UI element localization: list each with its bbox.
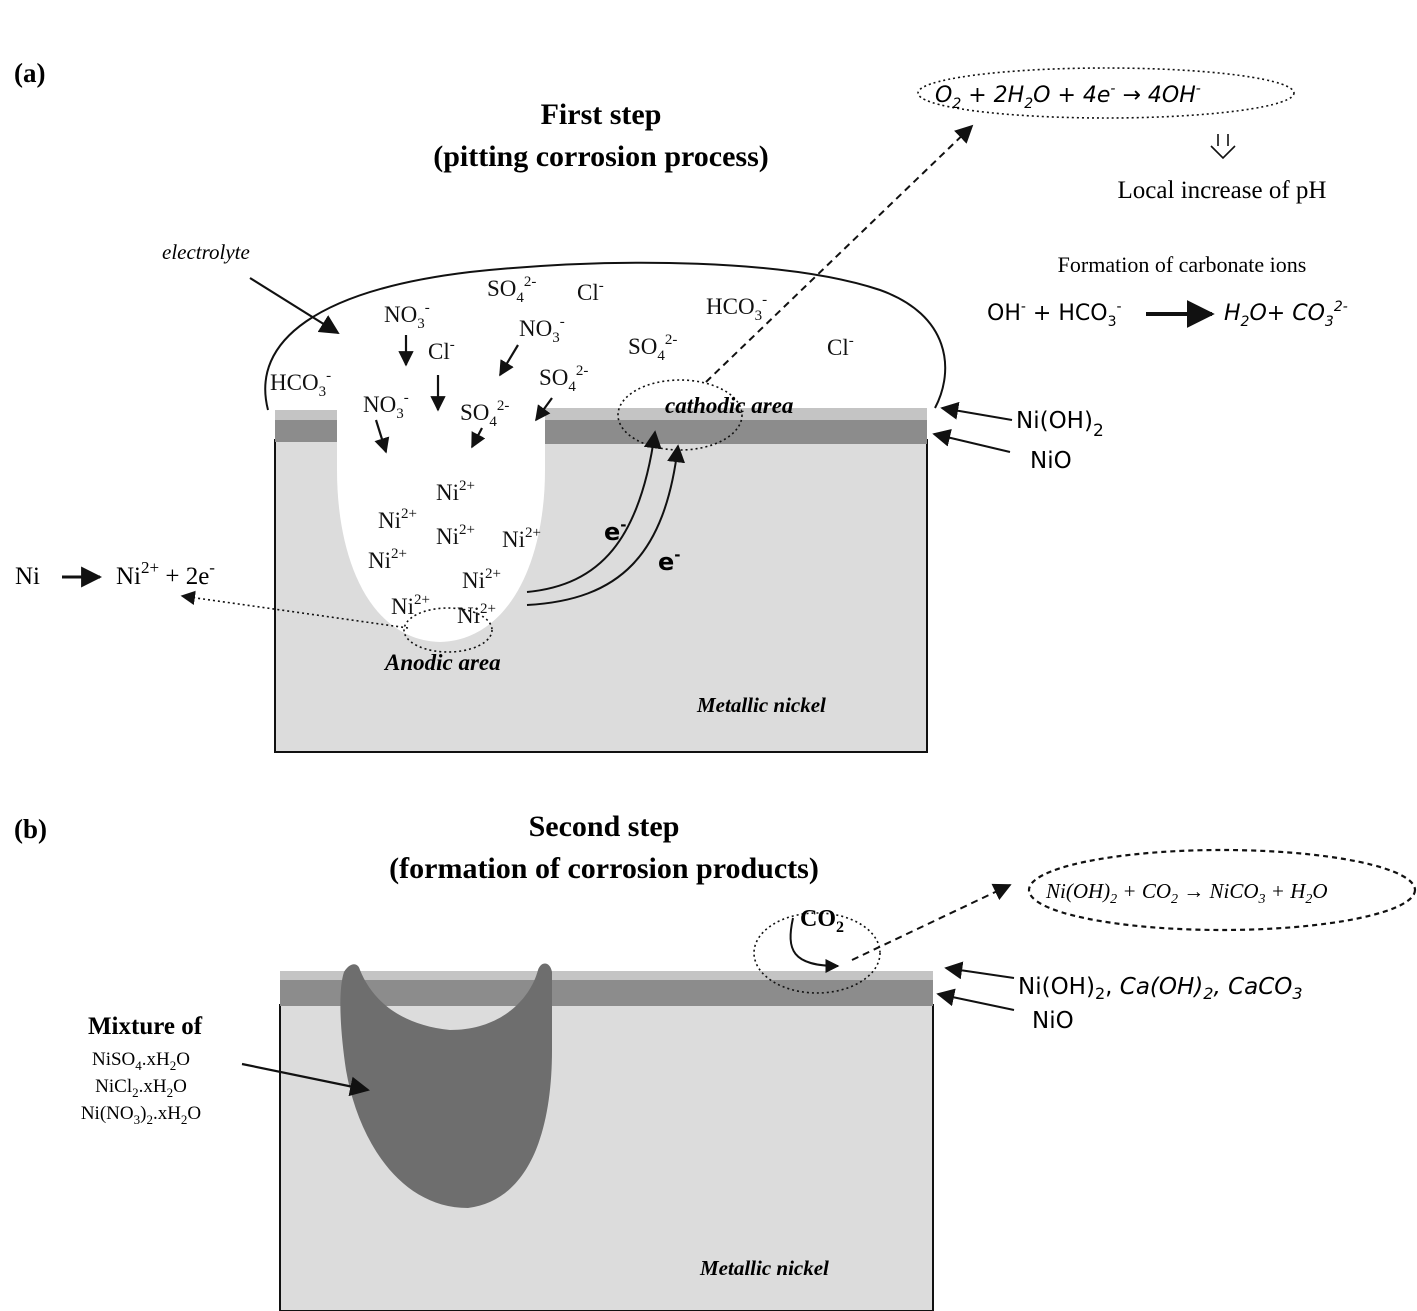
ion-label: Ni2+ <box>457 601 496 628</box>
oxide-label-a: NiO <box>1030 448 1072 474</box>
electrolyte-label: electrolyte <box>162 240 250 264</box>
panel-a-label: (a) <box>14 58 45 88</box>
ion-label: Ni2+ <box>391 592 430 619</box>
panel-b: (b) Second step (formation of corrosion … <box>14 810 1417 1311</box>
panel-a-subtitle: (pitting corrosion process) <box>433 140 769 173</box>
anodic-dotted-arrow <box>180 590 409 629</box>
ion-label: HCO3- <box>270 368 331 400</box>
product-reaction: Ni(OH)2 + CO2 → NiCO3 + H2O <box>1045 879 1328 907</box>
ion-label: Cl- <box>577 278 604 305</box>
electron-path-2 <box>526 444 686 606</box>
down-arrow-icon <box>1210 134 1236 160</box>
ion-arrow <box>535 397 553 422</box>
cathodic-reaction: O2 + 2H2O + 4e- → 4OH- <box>935 81 1201 112</box>
oxide-label-b: NiO <box>1032 1008 1074 1034</box>
ion-label: Ni2+ <box>378 506 417 533</box>
hydroxide-pointer-b <box>944 961 1015 980</box>
mixture-arrow <box>241 1062 370 1097</box>
mixture-item-1: NiSO4.xH2O <box>92 1049 190 1073</box>
ion-label: Ni2+ <box>436 522 475 549</box>
mixture-item-2: NiCl2.xH2O <box>95 1076 187 1100</box>
ion-label: SO42- <box>628 332 677 364</box>
anodic-area-label: Anodic area <box>383 650 501 675</box>
ion-label: Cl- <box>428 337 455 364</box>
corrosion-product <box>340 963 552 1208</box>
mixture-item-3: Ni(NO3)2.xH2O <box>81 1103 201 1127</box>
ion-label: Ni2+ <box>502 525 541 552</box>
panel-b-title: Second step <box>529 810 680 843</box>
electron-label-2: e- <box>658 546 681 576</box>
carbonate-title: Formation of carbonate ions <box>1058 252 1307 277</box>
hydroxide-pointer-a <box>940 401 1013 421</box>
hydroxide-label-a: Ni(OH)2 <box>1016 408 1104 441</box>
product-reaction-ellipse <box>1027 848 1417 932</box>
co2-area-ellipse <box>753 912 881 994</box>
electron-label-1: e- <box>604 516 627 546</box>
oxide-layer-left <box>275 420 337 442</box>
ion-arrow <box>499 344 519 377</box>
electrolyte-arrow <box>249 277 340 335</box>
anodic-reaction-left: Ni <box>15 563 40 590</box>
hydroxide-layer-b <box>280 971 933 980</box>
ion-arrow <box>471 427 486 449</box>
panel-a: (a) First step (pitting corrosion proces… <box>14 58 1348 753</box>
anodic-reaction-right: Ni2+ + 2e- <box>116 558 215 590</box>
metallic-nickel-label-b: Metallic nickel <box>699 1256 829 1280</box>
ion-arrow <box>374 419 390 454</box>
oxide-layer-b <box>280 980 933 1006</box>
ph-note: Local increase of pH <box>1118 177 1327 204</box>
ion-label: NO3- <box>519 314 565 346</box>
ion-label: Ni2+ <box>368 546 407 573</box>
cathodic-area-ellipse <box>617 379 743 451</box>
ion-label: Ni2+ <box>462 566 501 593</box>
panel-a-title: First step <box>541 98 662 131</box>
carbonate-reaction-right: H2O+ CO32- <box>1224 299 1348 330</box>
electrolyte-boundary <box>264 261 947 411</box>
layer-label-b: Ni(OH)2, Ca(OH)2, CaCO3 <box>1018 974 1303 1003</box>
mixture-title: Mixture of <box>88 1013 203 1040</box>
carbonate-reaction-left: OH- + HCO3- <box>987 299 1122 330</box>
hydroxide-layer-right <box>545 408 927 420</box>
metallic-nickel-label-a: Metallic nickel <box>696 693 826 717</box>
ion-label: SO42- <box>487 274 536 306</box>
pit <box>337 395 545 642</box>
ion-label: NO3- <box>384 300 430 332</box>
oxide-layer-right <box>545 420 927 444</box>
ion-label: SO42- <box>460 398 509 430</box>
panel-b-label: (b) <box>14 814 47 844</box>
electron-path-1 <box>526 430 662 593</box>
ion-label: Cl- <box>827 333 854 360</box>
ion-label: NO3- <box>363 390 409 422</box>
product-reaction-arrow <box>851 883 1012 961</box>
oxide-pointer-b <box>936 988 1015 1011</box>
co2-label: CO2 <box>800 906 844 936</box>
ion-group: SO42- Cl- HCO3- NO3- NO3- SO42- Cl- Cl- HCO3- SO4… <box>270 274 854 628</box>
ion-label: Ni2+ <box>436 478 475 505</box>
oxide-pointer-a <box>932 428 1011 453</box>
cathodic-reaction-arrow <box>705 124 974 383</box>
panel-b-subtitle: (formation of corrosion products) <box>389 852 819 885</box>
ion-label: HCO3- <box>706 292 767 324</box>
cathodic-area-label: cathodic area <box>665 393 793 418</box>
ion-label: SO42- <box>539 363 588 395</box>
anodic-area-ellipse <box>403 607 493 653</box>
cathodic-reaction-ellipse <box>917 67 1295 119</box>
co2-arrow <box>789 917 840 973</box>
hydroxide-layer-left <box>275 410 337 420</box>
